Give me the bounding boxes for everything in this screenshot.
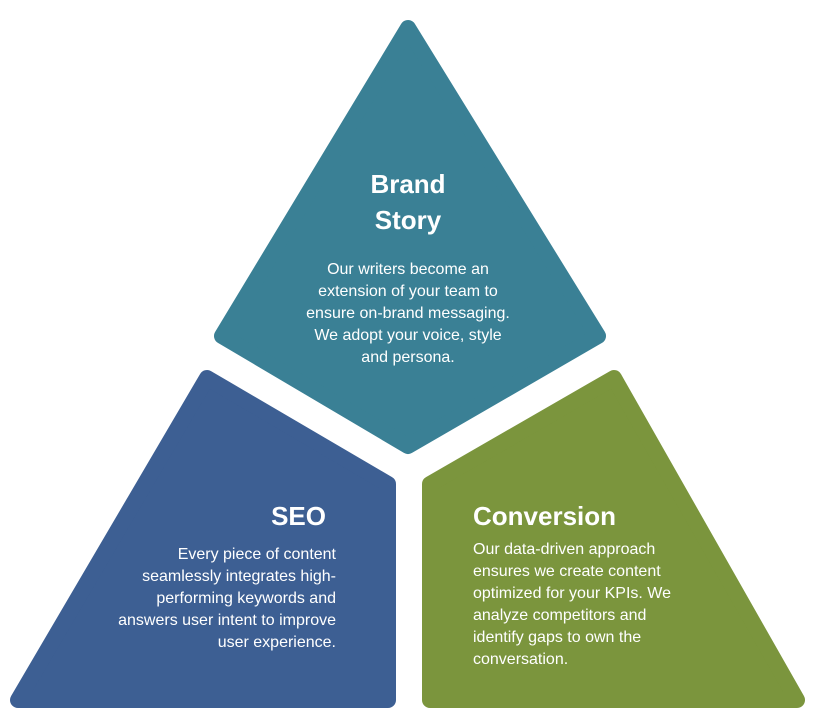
seo-shape [10,370,396,708]
brand-story-title-line: Story [374,205,442,235]
body-line: ensure on-brand messaging. [306,305,510,322]
body-line: identify gaps to own the [473,629,642,646]
body-line: conversation. [473,651,569,668]
seo-body: Every piece of content seamlessly integr… [36,544,336,654]
seo-title: SEO [271,501,326,531]
body-line: optimized for your KPIs. We [473,585,671,602]
body-line: Every piece of content [177,546,336,563]
brand-story-body: Our writers become an extension of your … [258,259,558,369]
brand-story-title-line: Brand [370,169,446,199]
brand-story-title: Brand Story [308,166,508,238]
brand-story-shape [214,20,606,454]
body-line: ensures we create content [473,563,661,580]
body-line: analyze competitors and [473,607,647,624]
body-line: performing keywords and [156,590,336,607]
body-line: Our data-driven approach [473,541,656,558]
conversion-shape [422,370,805,708]
body-line: seamlessly integrates high- [142,568,336,585]
body-line: We adopt your voice, style [314,327,502,344]
body-line: and persona. [361,349,455,366]
body-line: answers user intent to improve [118,612,336,629]
body-line: user experience. [217,634,336,651]
conversion-body: Our data-driven approach ensures we crea… [473,539,773,671]
conversion-title: Conversion [473,501,617,531]
body-line: extension of your team to [318,283,498,300]
body-line: Our writers become an [327,261,489,278]
